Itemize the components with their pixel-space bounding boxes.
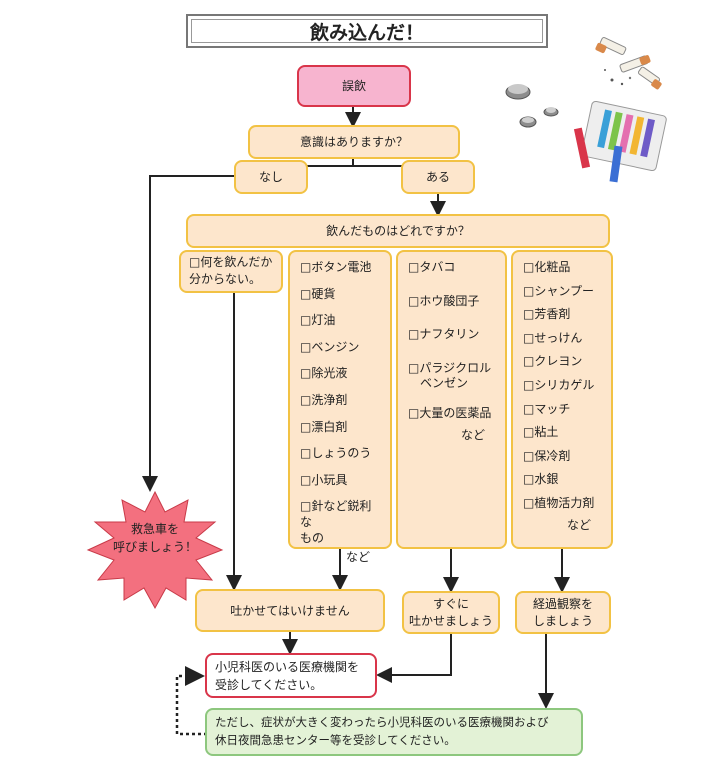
do-not-vomit-list: □ボタン電池 □硬貨 □灯油 □ベンジン □除光液 □洗浄剤 □漂白剤 □しょう…: [288, 250, 392, 564]
list-item: □粘土: [523, 425, 559, 440]
induce-vomit-list: □タバコ □ホウ酸団子 □ナフタリン □パラジクロル ベンゼン □大量の医薬品 …: [396, 250, 507, 549]
visit-clinic-box: 小児科医のいる医療機関を 受診してください。: [205, 653, 377, 698]
observe-box: 経過観察を しましょう: [515, 591, 611, 634]
list-item: □植物活力剤: [523, 495, 595, 510]
what-swallowed-question: 飲んだものはどれですか？: [186, 214, 610, 248]
list-item: □クレヨン: [523, 354, 583, 369]
list-item: □ボタン電池: [300, 260, 372, 274]
list-item: □シャンプー: [523, 283, 594, 298]
list-item: □せっけん: [523, 330, 583, 345]
list-item: □針など鋭利な もの: [300, 499, 372, 545]
list-item: □シリカゲル: [523, 377, 595, 392]
yes-branch: ある: [401, 160, 475, 194]
dotted-loop-note-to-clinic: [175, 666, 207, 736]
induce-vomit-box: すぐに 吐かせましょう: [402, 591, 500, 634]
list-item: □タバコ: [408, 260, 456, 274]
call-ambulance-text: 救急車を 呼びましょう！: [112, 522, 197, 554]
list-item: □小玩具: [300, 472, 348, 487]
start-box: 誤飲: [297, 65, 411, 107]
list-item: □パラジクロル ベンゼン: [408, 360, 492, 391]
observe-list: □化粧品 □シャンプー □芳香剤 □せっけん □クレヨン □シリカゲル □マッチ…: [511, 250, 613, 549]
condition-change-note: ただし、症状が大きく変わったら小児科医のいる医療機関および 休日夜間急患センター…: [205, 708, 583, 756]
list-item: □保冷剤: [523, 448, 571, 463]
list-item: □大量の医薬品: [408, 405, 492, 420]
list-item: □洗浄剤: [300, 392, 348, 407]
etc-label: など: [345, 550, 370, 565]
list-item: □ナフタリン: [408, 327, 480, 342]
list-item: □ベンジン: [300, 339, 360, 354]
etc-label: など: [460, 427, 485, 442]
list-item: □灯油: [300, 313, 336, 328]
do-not-vomit-box: 吐かせてはいけません: [195, 589, 385, 632]
ambulance-burst-shape: [86, 490, 224, 610]
list-item: □芳香剤: [523, 307, 571, 322]
list-item: □マッチ: [523, 401, 571, 416]
list-item: □しょうのう: [300, 446, 372, 461]
crayons-box-icon: [573, 100, 667, 183]
no-branch: なし: [234, 160, 308, 194]
list-item: □ホウ酸団子: [408, 293, 480, 308]
consciousness-question: 意識はありますか？: [248, 125, 460, 159]
arrow-no-to-ambulance: [142, 175, 234, 492]
list-item: □漂白剤: [300, 419, 348, 434]
list-item: □水銀: [523, 472, 559, 487]
page-title: 飲み込んだ！: [186, 14, 548, 48]
arrow-vomit-to-clinic: [376, 632, 452, 683]
cigarette-butts-icon: [595, 37, 662, 90]
unknown-substance-option: □何を飲んだか 分からない。: [179, 250, 283, 293]
list-item: □化粧品: [523, 260, 571, 274]
list-item: □除光液: [300, 366, 348, 381]
line-q1-to-branches: [269, 158, 439, 167]
button-batteries-icon: [505, 84, 559, 128]
etc-label: など: [566, 517, 591, 532]
list-item: □硬貨: [300, 286, 336, 301]
